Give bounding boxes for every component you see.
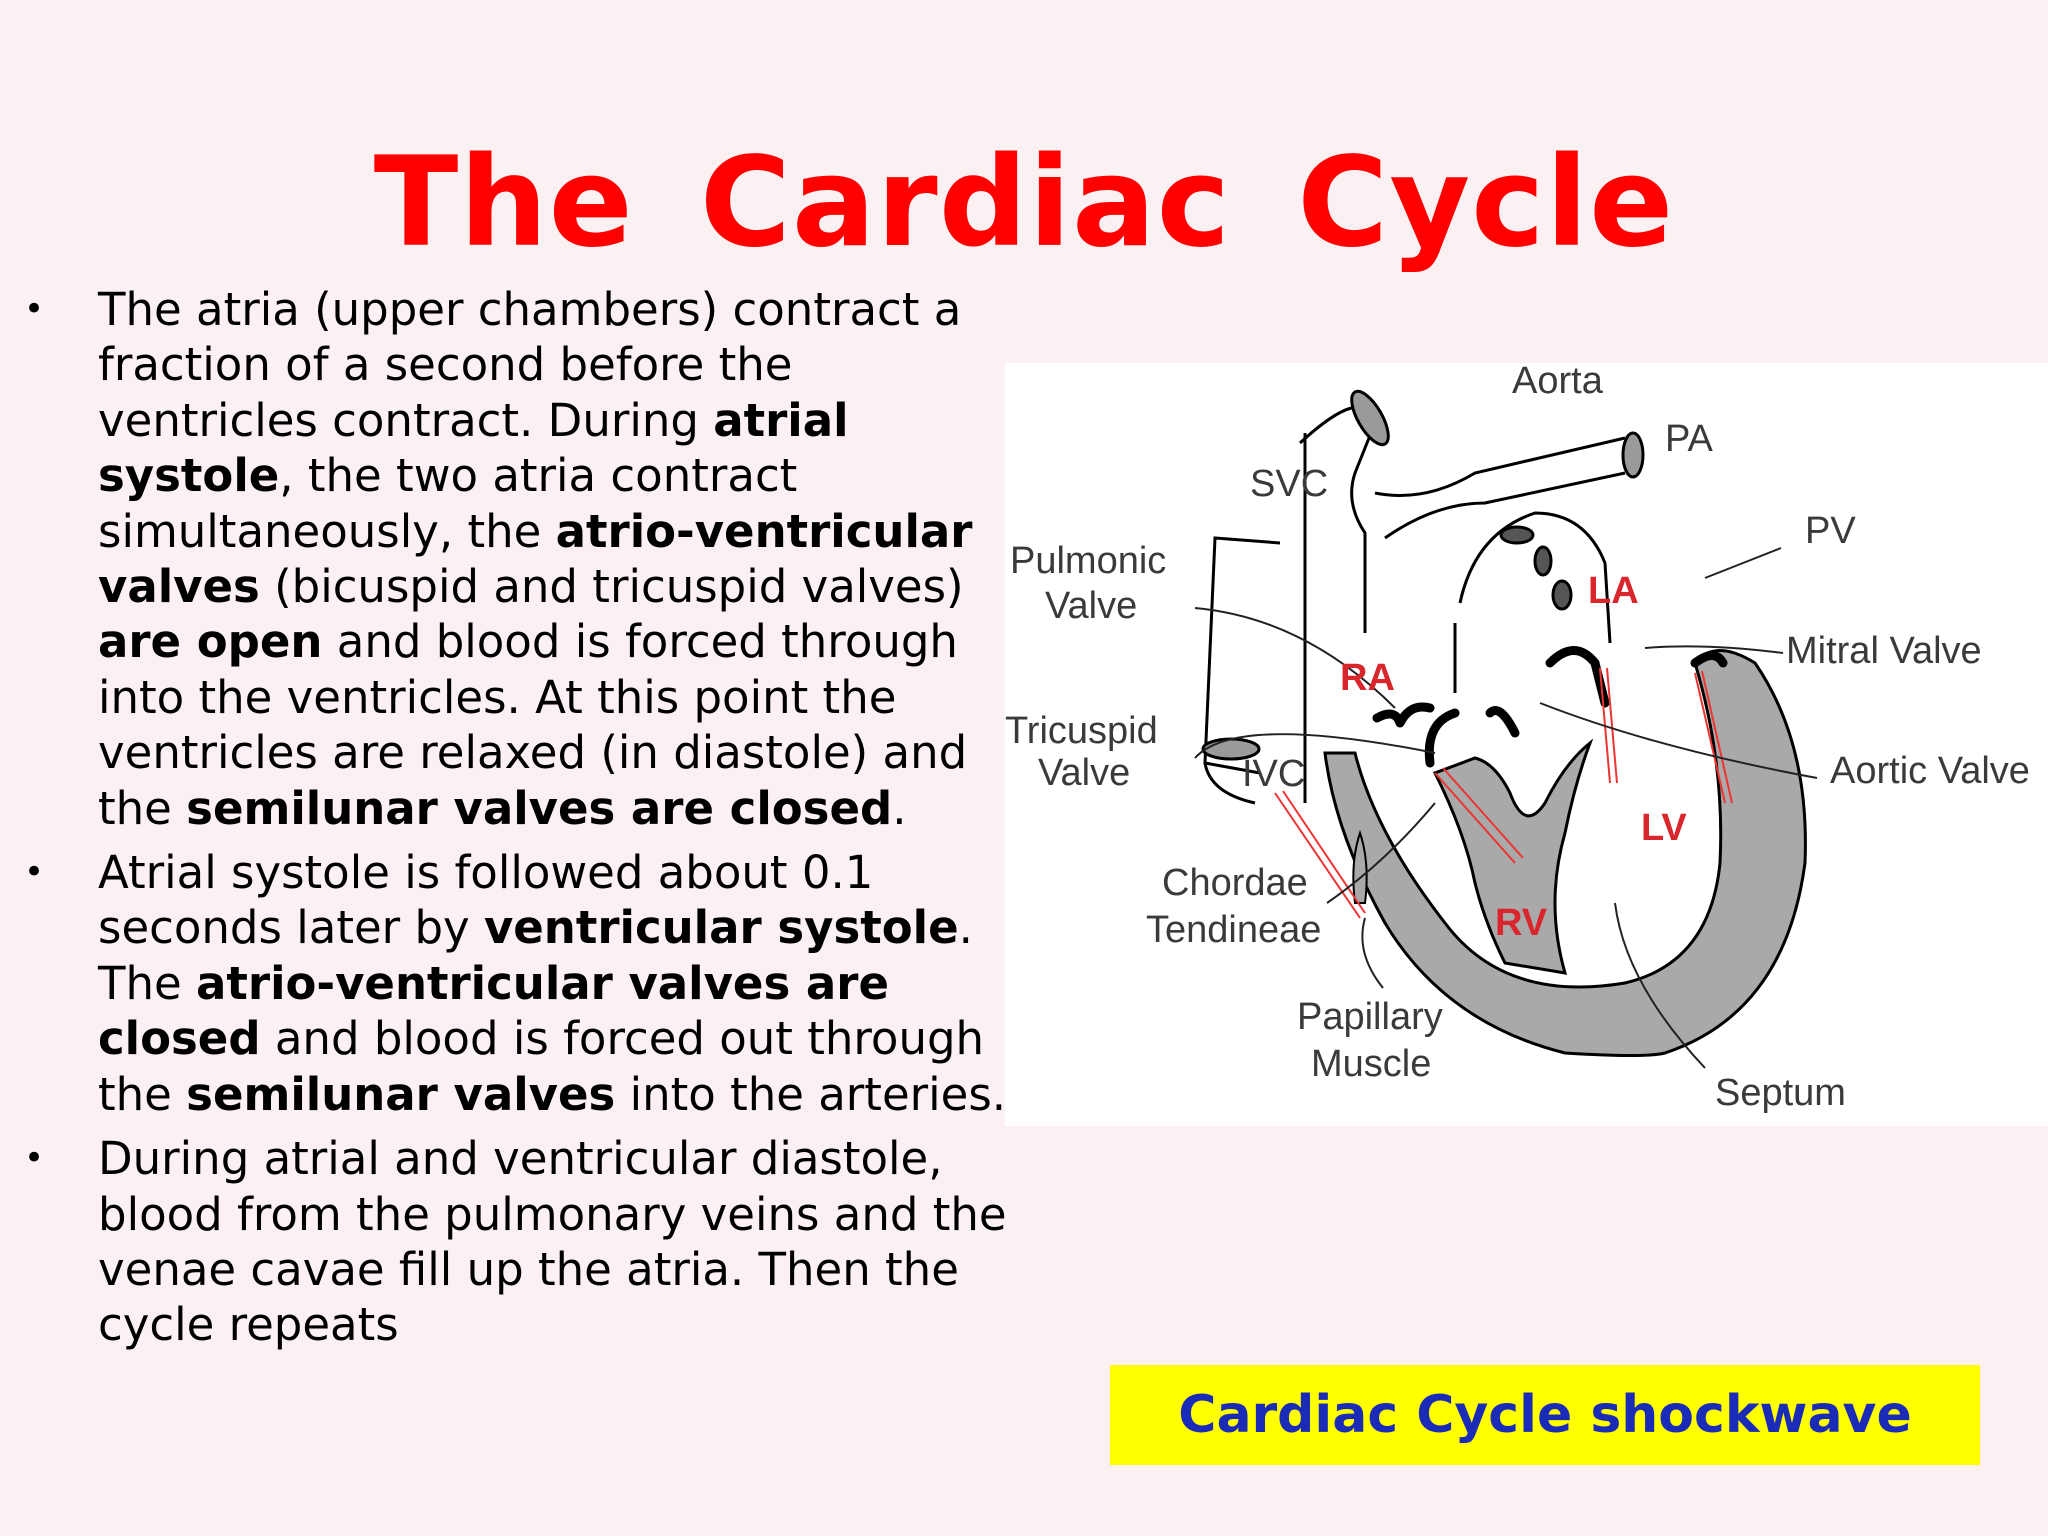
chordae-strand: [1282, 790, 1366, 914]
leader-aortic-valve: [1539, 702, 1818, 779]
bold-term: ventricular systole: [483, 901, 959, 955]
text-run: During atrial and ventricular diastole, …: [98, 1132, 1007, 1352]
label-papillary-line2: Muscle: [1311, 1043, 1431, 1085]
bold-term: semilunar valves are closed: [186, 781, 893, 835]
aorta-vessel: [1298, 405, 1377, 633]
tricuspid-valve: [1424, 706, 1520, 768]
bold-term: atrio-ventricular valves: [98, 504, 973, 614]
text-run: (bicuspid and tricuspid valves): [259, 560, 964, 614]
outer-ventricle-wall: [1323, 649, 1807, 1057]
label-tricuspid-valve-line1: Tricuspid: [1005, 710, 1158, 752]
bullet-text: The atria (upper chambers) contract a fr…: [98, 283, 972, 835]
pv-opening-1: [1499, 525, 1535, 545]
papillary-muscle-rv: [1352, 829, 1368, 904]
septum-wall: [1432, 738, 1594, 975]
bold-term: atrio-ventricular valves are closed: [98, 956, 889, 1066]
pv-opening-2: [1533, 545, 1553, 577]
text-run: into the arteries.: [615, 1067, 1007, 1121]
label-pv: PV: [1805, 510, 1856, 552]
bullet-dot: •: [24, 289, 45, 329]
ventricle-walls: [1323, 649, 1807, 1057]
slide-title: The Cardiac Cycle: [373, 131, 1675, 275]
text-run: , the two atria contract simultaneously,…: [98, 449, 798, 558]
text-run: Atrial systole is followed about 0.1 sec…: [98, 846, 874, 955]
chordae-strand: [1442, 767, 1524, 859]
svc-vessel: [1203, 536, 1281, 775]
bullet-dot: •: [24, 1138, 45, 1179]
bullet-text: Atrial systole is followed about 0.1 sec…: [98, 846, 1006, 1121]
pulmonary-artery-vessel: [1374, 436, 1626, 540]
bold-term: are open: [98, 615, 323, 669]
bullet-dot: •: [24, 852, 45, 893]
heart-diagram: Aorta PA SVC PV Pulmonic Valve LA RA Mit…: [1005, 363, 2030, 1114]
bullet-item: • Atrial systole is followed about 0.1 se…: [20, 845, 1010, 1122]
label-septum: Septum: [1715, 1072, 1846, 1114]
text-run: . The: [98, 901, 973, 1010]
ivc-vessel: [1203, 762, 1256, 805]
aorta-opening: [1350, 389, 1390, 447]
leader-mitral-valve: [1644, 645, 1784, 654]
chordae-strand: [1274, 792, 1361, 919]
label-papillary-line1: Papillary: [1297, 996, 1443, 1038]
label-mitral-valve: Mitral Valve: [1786, 630, 1982, 672]
label-tricuspid-valve-line2: Valve: [1038, 752, 1130, 794]
text-run: The atria (upper chambers) contract a fr…: [98, 283, 962, 447]
leader-pulmonic-valve: [1194, 607, 1396, 709]
leader-papillary: [1361, 917, 1384, 989]
chordae-strands: [1274, 667, 1733, 919]
aortic-valve-leaflets: [1372, 702, 1435, 728]
bullet-list: • The atria (upper chambers) contract a f…: [20, 282, 1010, 1362]
label-aortic-valve: Aortic Valve: [1830, 750, 2030, 792]
label-ra: RA: [1340, 657, 1395, 699]
heart-outline: [1201, 389, 1645, 805]
leader-septum: [1614, 902, 1706, 1069]
cardiac-cycle-shockwave-button[interactable]: Cardiac Cycle shockwave: [1110, 1365, 1980, 1465]
leader-chordae: [1326, 802, 1436, 904]
chordae-strand: [1606, 667, 1618, 784]
label-aorta: Aorta: [1512, 363, 1604, 402]
bold-term: atrial systole: [98, 393, 849, 503]
chordae-strand: [1694, 672, 1726, 804]
bullet-text: During atrial and ventricular diastole, …: [98, 1132, 1007, 1351]
link-label: Cardiac Cycle shockwave: [1178, 1385, 1912, 1445]
label-chordae-line1: Chordae: [1162, 862, 1308, 904]
leader-lines: [1194, 547, 1818, 1069]
label-svc: SVC: [1250, 463, 1328, 505]
pa-opening: [1621, 431, 1645, 479]
bullet-item: • During atrial and ventricular diastole,…: [20, 1131, 1010, 1353]
bold-term: semilunar valves: [186, 1067, 616, 1121]
text-run: and blood is forced through into the ven…: [98, 615, 968, 835]
mitral-valve: [1545, 646, 1728, 708]
leader-pv: [1704, 547, 1782, 579]
chordae-strand: [1434, 772, 1516, 864]
text-run: and blood is forced out through the: [98, 1012, 985, 1121]
label-pa: PA: [1665, 418, 1714, 460]
atrial-divider: [1303, 433, 1457, 803]
label-rv: RV: [1495, 902, 1548, 944]
leader-tricuspid-valve: [1194, 733, 1436, 759]
label-pulmonic-valve-line1: Pulmonic: [1010, 540, 1166, 582]
pv-opening-3: [1551, 579, 1573, 611]
text-run: .: [892, 781, 907, 835]
left-atrium-wall: [1458, 511, 1612, 644]
label-la: LA: [1588, 570, 1639, 612]
heart-diagram-panel: Aorta PA SVC PV Pulmonic Valve LA RA Mit…: [1005, 363, 2048, 1126]
label-lv: LV: [1641, 807, 1687, 849]
label-pulmonic-valve-line2: Valve: [1045, 585, 1137, 627]
label-chordae-line2: Tendineae: [1146, 909, 1321, 951]
valves: [1372, 646, 1728, 768]
chordae-strand: [1701, 670, 1733, 804]
label-ivc: IVC: [1242, 753, 1305, 795]
bullet-item: • The atria (upper chambers) contract a f…: [20, 282, 1010, 836]
